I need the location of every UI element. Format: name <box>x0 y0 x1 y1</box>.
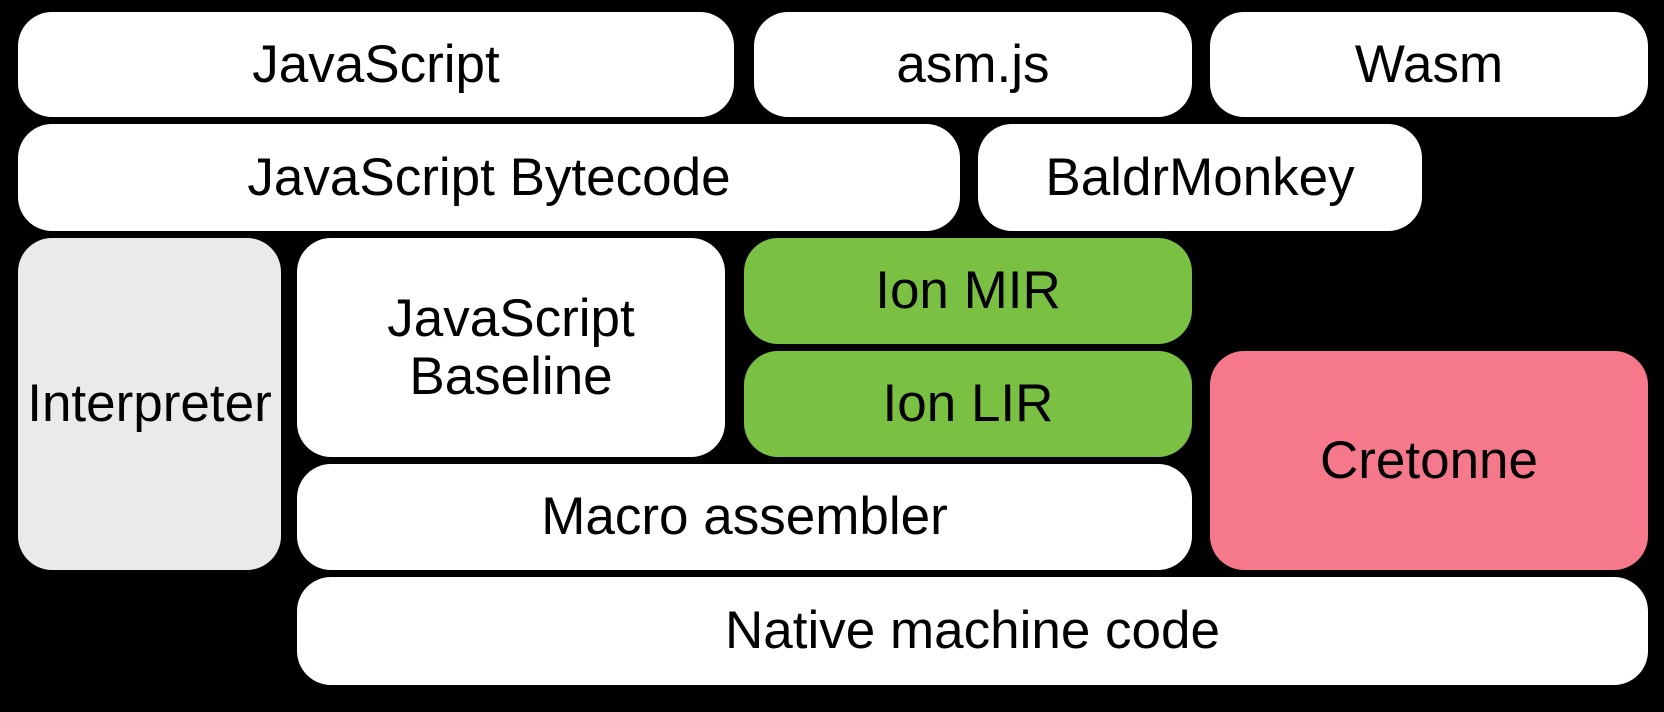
box-interpreter-label: Interpreter <box>27 374 272 434</box>
box-ion-mir-label: Ion MIR <box>875 261 1061 321</box>
box-native-machine-code: Native machine code <box>297 577 1648 685</box>
box-ion-lir: Ion LIR <box>744 351 1192 457</box>
box-macro-assembler: Macro assembler <box>297 464 1192 570</box>
box-javascript-bytecode: JavaScript Bytecode <box>18 124 960 231</box>
box-asmjs-label: asm.js <box>896 34 1050 94</box>
box-baldrmonkey-label: BaldrMonkey <box>1045 147 1355 207</box>
box-macro-assembler-label: Macro assembler <box>541 487 948 547</box>
box-baldrmonkey: BaldrMonkey <box>978 124 1422 231</box>
box-javascript: JavaScript <box>18 12 734 117</box>
box-wasm-label: Wasm <box>1354 34 1504 94</box>
box-interpreter: Interpreter <box>18 238 281 570</box>
box-native-machine-code-label: Native machine code <box>725 601 1220 661</box>
box-javascript-baseline: JavaScript Baseline <box>297 238 725 457</box>
box-ion-lir-label: Ion LIR <box>882 374 1054 434</box>
box-javascript-bytecode-label: JavaScript Bytecode <box>247 147 731 207</box>
box-wasm: Wasm <box>1210 12 1648 117</box>
box-asmjs: asm.js <box>754 12 1192 117</box>
box-javascript-label: JavaScript <box>252 34 500 94</box>
box-ion-mir: Ion MIR <box>744 238 1192 344</box>
box-cretonne: Cretonne <box>1210 351 1648 570</box>
box-javascript-baseline-label: JavaScript Baseline <box>387 289 635 406</box>
box-cretonne-label: Cretonne <box>1319 430 1539 490</box>
